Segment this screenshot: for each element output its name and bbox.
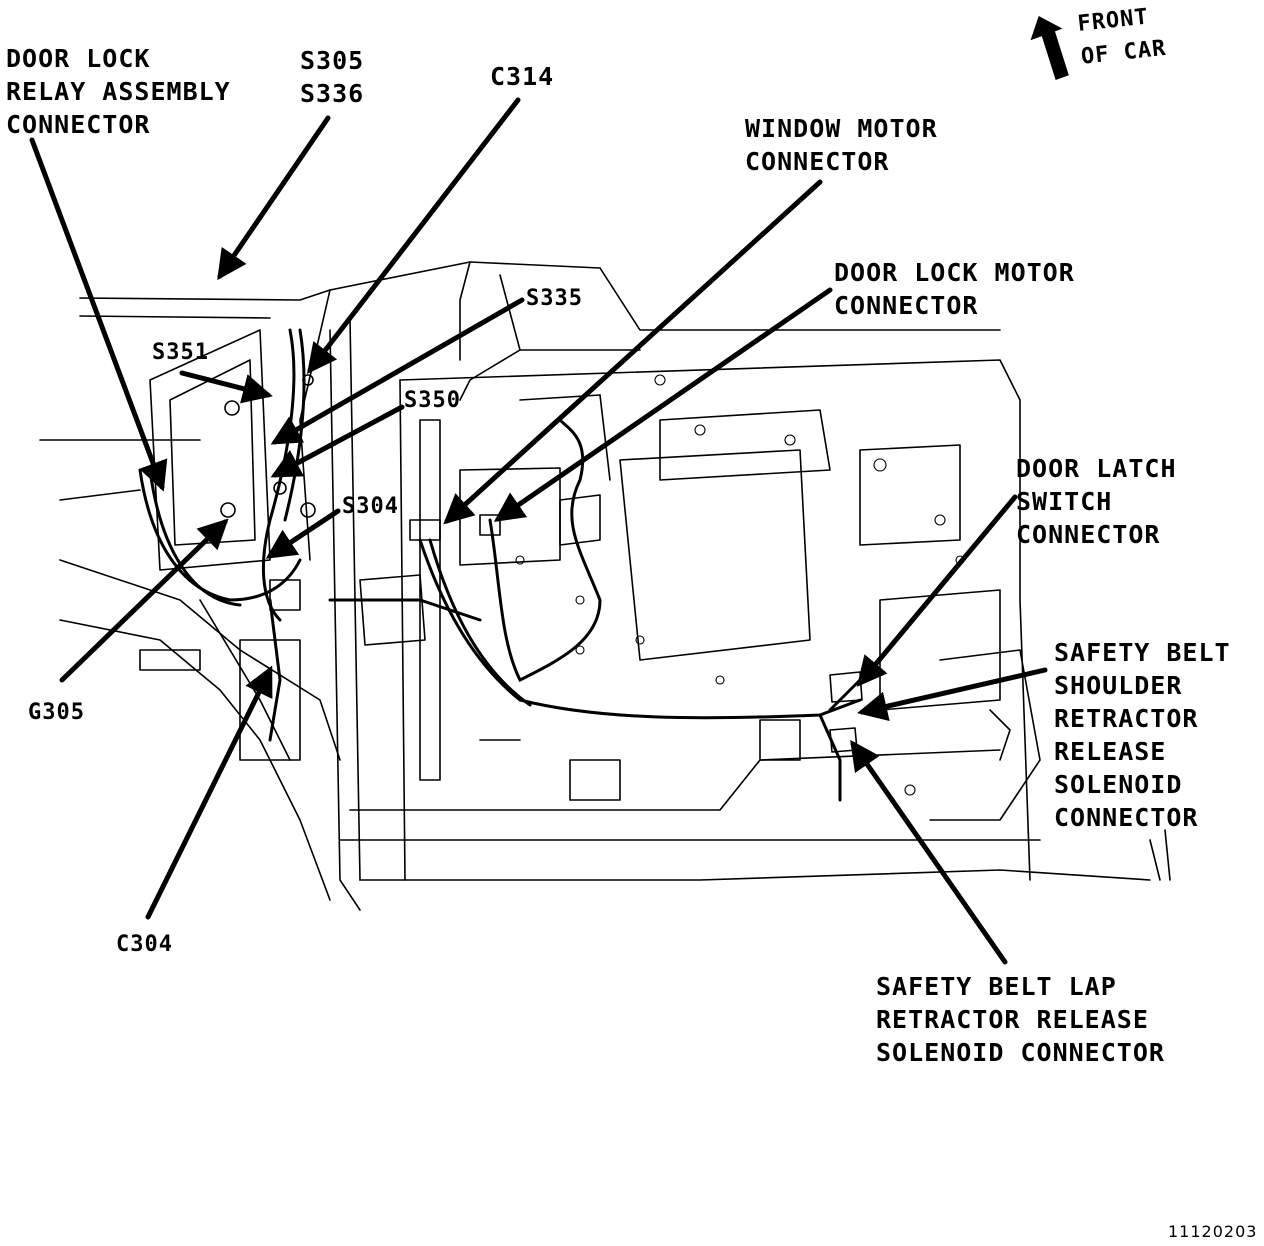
label-line: S304 — [342, 494, 399, 519]
arrow-s305-s336 — [217, 115, 331, 281]
label-line: RETRACTOR — [1054, 704, 1199, 733]
label-s304: S304 — [342, 490, 399, 523]
label-c304: C304 — [116, 928, 173, 961]
label-s350: S350 — [404, 384, 461, 417]
arrow-window-motor — [443, 179, 823, 525]
label-line: DOOR LOCK MOTOR — [834, 258, 1075, 287]
label-line: RETRACTOR RELEASE — [876, 1005, 1149, 1034]
label-door-lock-motor-connector: DOOR LOCK MOTOR CONNECTOR — [834, 256, 1075, 322]
label-line: DOOR LATCH — [1016, 454, 1177, 483]
label-line: C304 — [116, 932, 173, 957]
figure-number: 11120203 — [1168, 1222, 1258, 1241]
arrow-door-latch-switch — [856, 494, 1018, 687]
label-line: S350 — [404, 388, 461, 413]
label-line: S335 — [526, 286, 583, 311]
arrow-safety-belt-lap — [850, 739, 1008, 965]
door-frame-linework — [39, 261, 1171, 911]
arrow-safety-belt-shoulder — [857, 667, 1048, 722]
label-s335: S335 — [526, 282, 583, 315]
label-line: CONNECTOR — [834, 291, 979, 320]
arrow-s351 — [179, 370, 273, 404]
label-line: DOOR LOCK — [6, 44, 151, 73]
arrow-door-lock-relay — [29, 137, 168, 492]
label-line: SWITCH — [1016, 487, 1113, 516]
wire-harness — [138, 328, 863, 802]
label-line: S305 — [300, 46, 365, 75]
label-line: WINDOW MOTOR — [745, 114, 938, 143]
label-line: SHOULDER — [1054, 671, 1183, 700]
label-line: SAFETY BELT LAP — [876, 972, 1117, 1001]
label-line: CONNECTOR — [6, 110, 151, 139]
label-line: RELAY ASSEMBLY — [6, 77, 231, 106]
arrow-s304 — [265, 508, 341, 559]
label-line: G305 — [28, 700, 85, 725]
label-front-of-car: FRONT OF CAR — [1076, 0, 1168, 74]
arrow-door-lock-motor — [493, 287, 833, 522]
label-line: S351 — [152, 340, 209, 365]
front-direction-arrow-icon — [1030, 15, 1069, 81]
label-line: S336 — [300, 79, 365, 108]
label-line: SOLENOID CONNECTOR — [876, 1038, 1165, 1067]
label-door-latch-switch-connector: DOOR LATCH SWITCH CONNECTOR — [1016, 452, 1177, 551]
arrow-s335 — [270, 297, 525, 445]
label-line: SOLENOID — [1054, 770, 1183, 799]
callout-arrows — [29, 97, 1048, 965]
label-line: CONNECTOR — [745, 147, 890, 176]
label-door-lock-relay: DOOR LOCK RELAY ASSEMBLY CONNECTOR — [6, 42, 231, 141]
label-safety-belt-lap: SAFETY BELT LAP RETRACTOR RELEASE SOLENO… — [876, 970, 1165, 1069]
arrow-c314 — [306, 97, 521, 374]
label-c314: C314 — [490, 60, 554, 93]
label-line: RELEASE — [1054, 737, 1167, 766]
label-line: SAFETY BELT — [1054, 638, 1231, 667]
label-s351: S351 — [152, 336, 209, 369]
arrow-c304 — [145, 665, 273, 920]
arrow-s350 — [270, 404, 405, 478]
label-line: C314 — [490, 62, 555, 91]
arrow-g305 — [59, 518, 229, 683]
label-line: CONNECTOR — [1054, 803, 1199, 832]
label-g305: G305 — [28, 696, 85, 729]
label-safety-belt-shoulder: SAFETY BELT SHOULDER RETRACTOR RELEASE S… — [1054, 636, 1231, 834]
label-window-motor-connector: WINDOW MOTOR CONNECTOR — [745, 112, 938, 178]
label-s305-s336: S305 S336 — [300, 44, 364, 110]
label-line: CONNECTOR — [1016, 520, 1161, 549]
